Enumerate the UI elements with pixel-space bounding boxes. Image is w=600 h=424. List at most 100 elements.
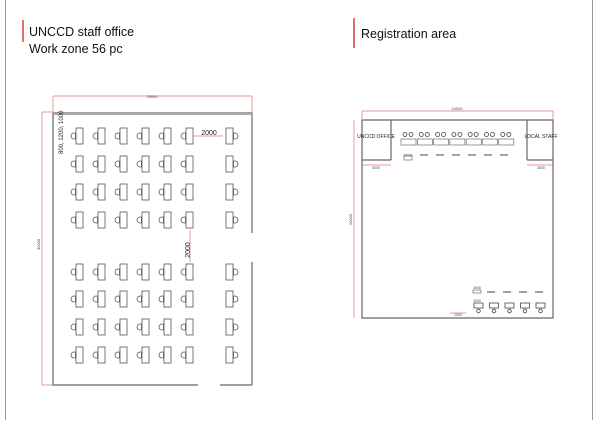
- workstation: [158, 183, 172, 201]
- chair-icon: [233, 295, 239, 303]
- workstation: [180, 155, 194, 173]
- desk: [119, 263, 128, 281]
- chair-icon: [538, 308, 543, 314]
- dim-bottom-a: 2000: [473, 286, 481, 290]
- workstation: [92, 211, 106, 229]
- desk-grid: [70, 127, 239, 364]
- chair-icon: [136, 160, 142, 168]
- desk: [185, 155, 194, 173]
- desk: [75, 183, 84, 201]
- desk: [141, 290, 150, 308]
- chair-icon: [70, 351, 76, 359]
- workstation: [136, 290, 150, 308]
- desk: [141, 155, 150, 173]
- left-dim-top: 25000: [146, 94, 158, 99]
- chair-icon: [522, 308, 528, 314]
- workstation: [114, 263, 128, 281]
- chair-icon: [435, 132, 441, 137]
- office-left-label: UNCCD OFFICE: [357, 134, 395, 140]
- desk: [75, 290, 84, 308]
- desk: [141, 263, 150, 281]
- desk: [185, 318, 194, 336]
- workstation: [114, 318, 128, 336]
- chair-icon: [233, 160, 239, 168]
- chair-icon: [451, 132, 457, 137]
- registration-counter: [465, 138, 482, 146]
- workstation: [70, 290, 84, 308]
- dim-bottom-b: 2000: [473, 299, 481, 303]
- chair-icon: [70, 216, 76, 224]
- desk: [163, 318, 172, 336]
- chair-icon: [92, 132, 98, 140]
- workstation: [92, 155, 106, 173]
- workstation: [114, 127, 128, 145]
- chair-icon: [70, 323, 76, 331]
- workstation: [92, 183, 106, 201]
- desk: [225, 155, 234, 173]
- chair-icon: [180, 216, 186, 224]
- chair-icon: [158, 216, 164, 224]
- workstation: [114, 155, 128, 173]
- chair-icon: [114, 323, 120, 331]
- workstation: [180, 346, 194, 364]
- chair-icon: [233, 132, 239, 140]
- chair-icon: [136, 268, 142, 276]
- chair-icon: [233, 216, 239, 224]
- desk: [119, 127, 128, 145]
- desk: [185, 346, 194, 364]
- registration-counter: [416, 138, 433, 146]
- chair-icon: [506, 132, 512, 137]
- workstation: [92, 290, 106, 308]
- desk: [163, 155, 172, 173]
- chair-icon: [233, 268, 239, 276]
- printer: [472, 289, 482, 294]
- workstation: [136, 318, 150, 336]
- desk: [185, 263, 194, 281]
- printer: [403, 154, 413, 161]
- desk: [163, 290, 172, 308]
- workstation: [114, 183, 128, 201]
- chair-icon: [180, 132, 186, 140]
- right-dimensions: [353, 110, 554, 318]
- chair-icon: [114, 295, 120, 303]
- chair-icon: [408, 132, 414, 137]
- chair-icon: [114, 160, 120, 168]
- desk: [225, 183, 234, 201]
- right-dim-top: 24000: [451, 106, 463, 111]
- desk: [97, 318, 106, 336]
- desk: [141, 211, 150, 229]
- workstation: [180, 183, 194, 201]
- registration-counter: [400, 138, 417, 146]
- chair-icon: [70, 188, 76, 196]
- title-marker: [353, 18, 355, 48]
- desk: [185, 290, 194, 308]
- workstation: [225, 183, 239, 201]
- workstation: [180, 318, 194, 336]
- left-dim-desk: 800, 1200, 1000: [59, 110, 65, 154]
- desk: [225, 290, 234, 308]
- chair-icon: [180, 323, 186, 331]
- dim-counter: 2000: [404, 154, 412, 158]
- workstation: [70, 127, 84, 145]
- workstation: [92, 127, 106, 145]
- left-dimensions: [41, 95, 253, 386]
- right-dim-side: 20000: [348, 213, 353, 225]
- registration-furniture: [400, 132, 546, 314]
- desk: [163, 263, 172, 281]
- desk: [185, 211, 194, 229]
- chair-icon: [70, 268, 76, 276]
- right-plan-title: Registration area: [361, 27, 457, 41]
- workstation: [180, 211, 194, 229]
- workstation: [92, 263, 106, 281]
- workstation: [70, 211, 84, 229]
- left-dim-aisle-v: 2000: [185, 242, 192, 258]
- desk: [97, 263, 106, 281]
- desk: [225, 263, 234, 281]
- workstation: [70, 155, 84, 173]
- desk: [119, 346, 128, 364]
- workstation: [225, 155, 239, 173]
- kiosk-desk: [504, 302, 515, 309]
- workstation: [136, 155, 150, 173]
- chair-icon: [484, 132, 489, 137]
